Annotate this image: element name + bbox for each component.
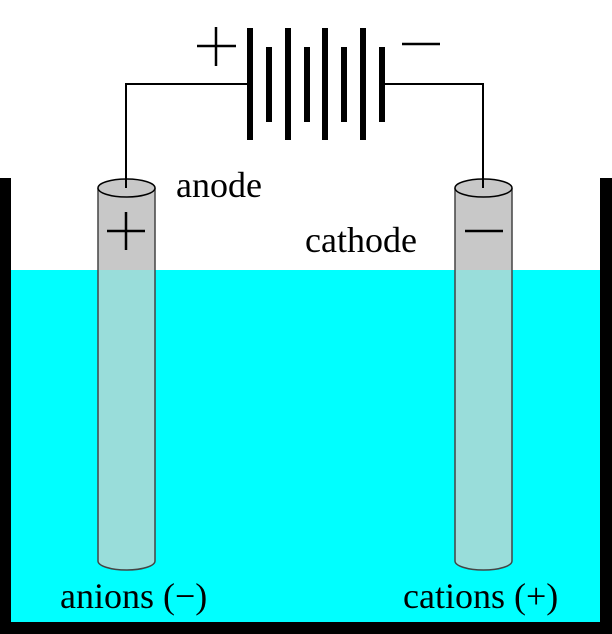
anode-plus-icon xyxy=(107,212,145,250)
anions-label: anions (−) xyxy=(60,576,207,616)
container-bottom xyxy=(0,622,612,634)
wire-cathode xyxy=(381,83,484,200)
container-left-wall xyxy=(0,178,11,634)
container-right-wall xyxy=(600,178,612,634)
cathode-label: cathode xyxy=(305,220,417,260)
cathode-electrode xyxy=(454,178,513,571)
wire-anode xyxy=(125,83,249,200)
anode-label: anode xyxy=(176,165,262,205)
battery-plus-icon xyxy=(197,27,236,66)
anode-electrode xyxy=(97,178,156,571)
cations-label: cations (+) xyxy=(403,576,558,616)
battery xyxy=(247,28,385,140)
